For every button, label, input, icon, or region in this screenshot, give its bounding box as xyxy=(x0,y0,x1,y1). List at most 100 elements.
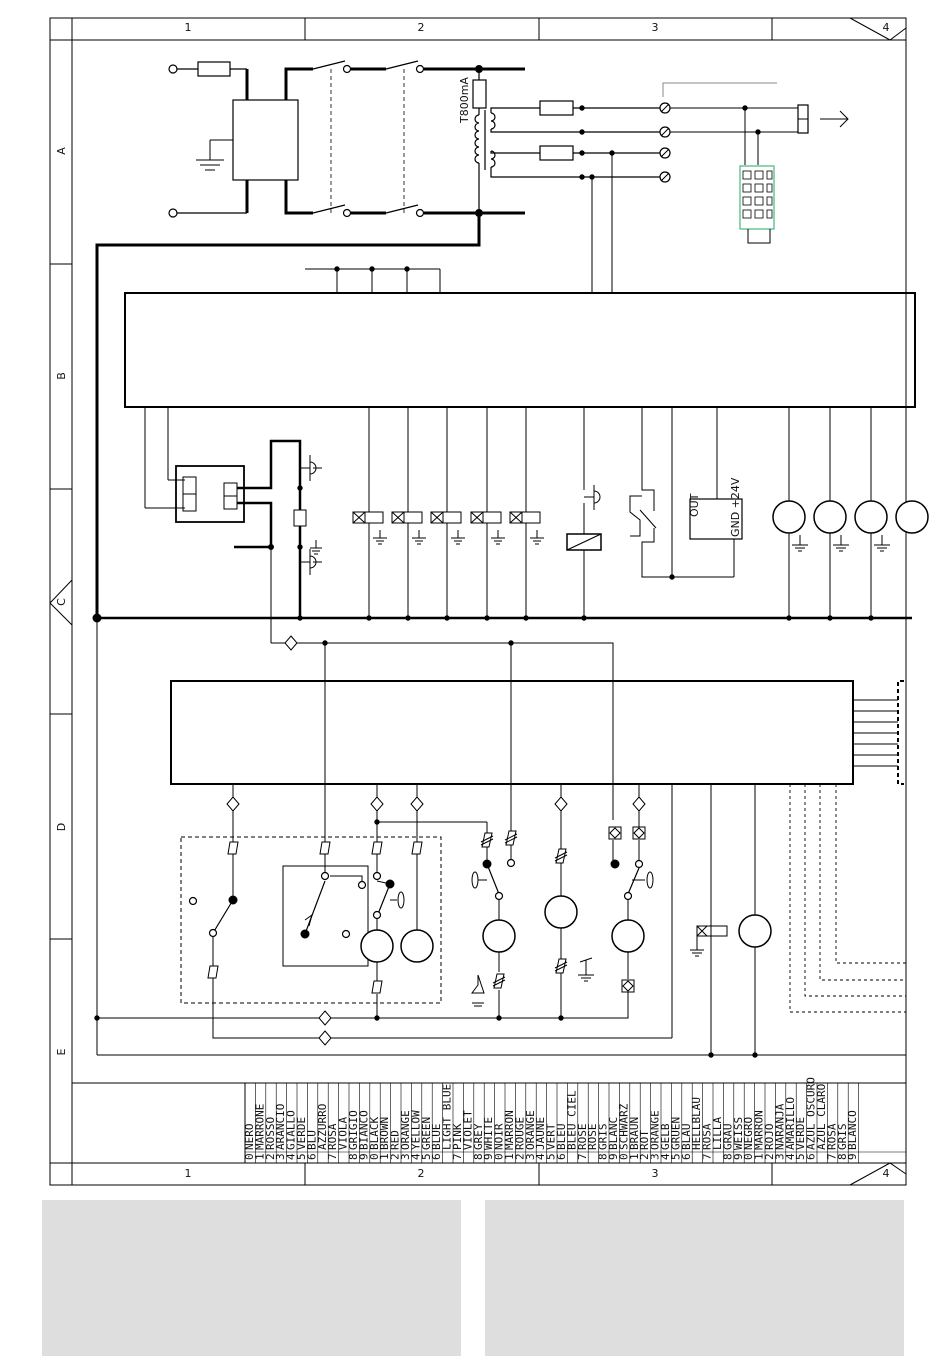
legend-code: 3 xyxy=(399,1153,412,1160)
legend-color-name: BLACK xyxy=(368,1117,381,1150)
legend-color-name: BLU xyxy=(305,1130,318,1150)
legend-color-name: VERT xyxy=(545,1123,558,1150)
legend-code: 4 xyxy=(409,1153,422,1160)
legend-color-name: ROSA xyxy=(701,1123,714,1150)
legend-code: 3 xyxy=(773,1153,786,1160)
connector-marker xyxy=(318,1010,332,1026)
legend-color-name: WHITE xyxy=(482,1117,495,1150)
legend-code: 7 xyxy=(576,1153,589,1160)
legend-code: 3 xyxy=(274,1153,287,1160)
connector-marker xyxy=(284,635,298,651)
legend-code: 6 xyxy=(305,1153,318,1160)
legend-code: 1 xyxy=(378,1153,391,1160)
legend-color-name: ROSA xyxy=(825,1123,838,1150)
legend-code: 2 xyxy=(763,1153,776,1160)
legend-code: 0 xyxy=(493,1153,506,1160)
terminal-marker xyxy=(227,841,239,855)
column-label-2: 2 xyxy=(418,21,425,34)
loads-section xyxy=(92,407,929,643)
legend-color-name: GIALLO xyxy=(285,1110,298,1150)
legend-code: 4 xyxy=(659,1153,672,1160)
legend-entry: VIOLA xyxy=(337,1083,350,1163)
legend-code: 2 xyxy=(264,1153,277,1160)
column-label-4: 4 xyxy=(883,21,890,34)
legend-code: 0 xyxy=(617,1153,630,1160)
legend-color-name: ROSSO xyxy=(264,1117,277,1150)
terminal-marker xyxy=(207,965,219,979)
column-label-1: 1 xyxy=(185,1167,192,1180)
transformer-fuse xyxy=(472,79,487,109)
legend-color-name: WEISS xyxy=(732,1117,745,1150)
legend-entry: AZUL CLARO xyxy=(815,1083,828,1163)
legend-entry: VIOLET xyxy=(461,1083,474,1163)
sensor-board xyxy=(689,498,743,540)
legend-color-name: BLUE xyxy=(430,1124,443,1151)
solenoid-valve xyxy=(391,511,423,524)
legend-color-name: BLEU CIEL xyxy=(565,1090,578,1150)
solenoid-valve xyxy=(509,511,541,524)
legend-color-name: VIOLET xyxy=(461,1110,474,1150)
legend-color-name: VERDE xyxy=(295,1117,308,1150)
legend-color-name: GRIGIO xyxy=(347,1110,360,1150)
legend-code: 9 xyxy=(607,1153,620,1160)
legend-code: 4 xyxy=(534,1153,547,1160)
legend-color-name: MARRON xyxy=(503,1110,516,1150)
legend-color-name: ROJO xyxy=(763,1124,776,1151)
legend-entry: 2 ROSSO xyxy=(264,1083,277,1163)
legend-color-name: RED xyxy=(389,1130,402,1150)
legend-color-name: GREY xyxy=(472,1123,485,1150)
legend-color-name: ROSA xyxy=(326,1123,339,1150)
legend-color-name: VIOLA xyxy=(337,1117,350,1150)
legend-color-name: BROWN xyxy=(378,1117,391,1150)
legend-color-name: GRUEN xyxy=(669,1117,682,1150)
legend-color-name: ROT xyxy=(638,1130,651,1150)
legend-code: 5 xyxy=(669,1153,682,1160)
legend-color-name: BLAU xyxy=(680,1124,693,1151)
legend-entry: AZZURRO xyxy=(316,1083,329,1163)
connector-marker xyxy=(632,796,646,812)
legend-code: 5 xyxy=(545,1153,558,1160)
legend-color-name: ROUGE xyxy=(513,1117,526,1150)
column-label-3: 3 xyxy=(652,21,659,34)
column-label-1: 1 xyxy=(185,21,192,34)
legend-color-name: ARANCIO xyxy=(274,1104,287,1150)
legend-color-name: ORANGE xyxy=(649,1110,662,1150)
legend-code: 6 xyxy=(805,1153,818,1160)
legend-code: 4 xyxy=(285,1153,298,1160)
column-label-3: 3 xyxy=(652,1167,659,1180)
control-board xyxy=(170,680,854,785)
legend-color-name: HELLBLAU xyxy=(690,1097,703,1150)
legend-color-name: LILLA xyxy=(711,1117,724,1150)
main-board xyxy=(124,266,916,408)
legend-color-name: LIGHT BLUE xyxy=(441,1084,454,1150)
legend-color-name: GRAU xyxy=(721,1124,734,1151)
legend-color-name: GREEN xyxy=(420,1117,433,1150)
legend-code: 8 xyxy=(472,1153,485,1160)
solenoid-valve xyxy=(430,511,462,524)
